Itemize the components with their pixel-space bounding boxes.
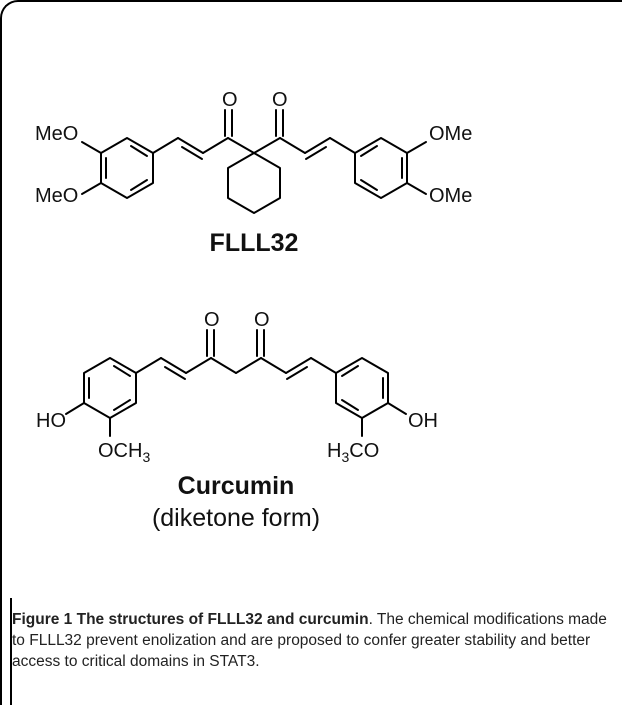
label-o-right-flll32: O (272, 89, 288, 111)
label-meo-bottom: MeO (35, 185, 78, 207)
label-o-right-curcumin: O (254, 309, 270, 331)
label-ome-bottom: OMe (429, 185, 472, 207)
compound-name-flll32: FLLL32 (210, 229, 299, 257)
label-oh: OH (408, 410, 438, 432)
caption-text: . The chemical modifications made to FLL… (12, 611, 607, 670)
label-o-left-flll32: O (222, 89, 238, 111)
chemical-structures: MeO MeO OMe OMe O O FLLL32 O O HO OCH3 O… (35, 89, 472, 532)
figure-caption: Figure 1 The structures of FLLL32 and cu… (12, 609, 612, 672)
label-ome-top: OMe (429, 123, 472, 145)
flll32-structure (81, 109, 427, 214)
label-h3co: H3CO (327, 440, 379, 465)
compound-subtitle-curcumin: (diketone form) (152, 504, 320, 532)
label-meo-top: MeO (35, 123, 78, 145)
curcumin-structure (65, 329, 407, 437)
caption-rule (10, 598, 12, 705)
label-och3: OCH3 (98, 440, 150, 465)
caption-lead: Figure 1 The structures of FLLL32 and cu… (12, 611, 369, 628)
compound-name-curcumin: Curcumin (178, 472, 295, 500)
label-ho: HO (36, 410, 66, 432)
label-o-left-curcumin: O (204, 309, 220, 331)
